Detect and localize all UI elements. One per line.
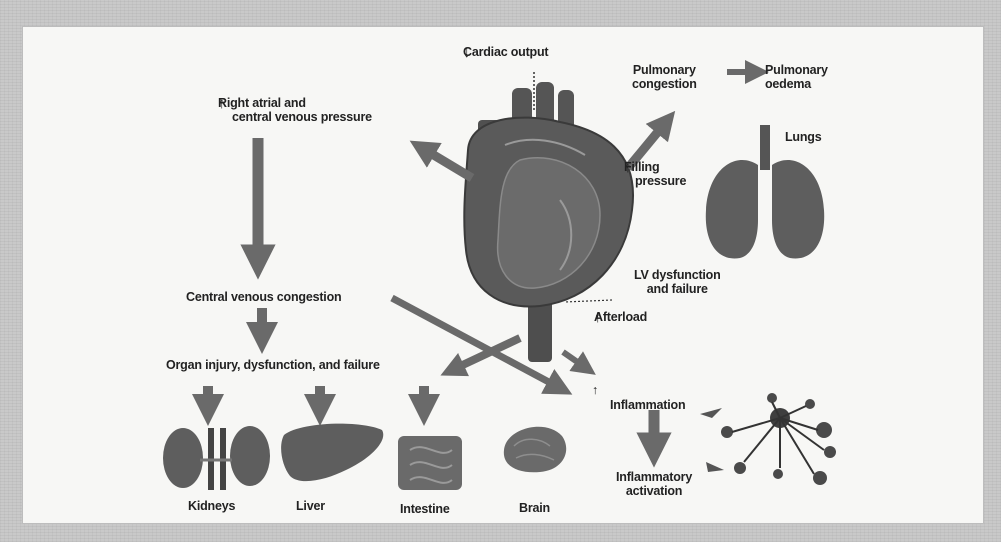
filling-pressure-label: ↑Filling pressure xyxy=(624,160,686,188)
descending-aorta xyxy=(528,300,552,362)
right-lung xyxy=(772,160,824,258)
right-atrial-label: ↑Right atrial and central venous pressur… xyxy=(218,96,372,124)
intestine-illustration xyxy=(398,436,462,490)
up-arrow-icon: ↑ xyxy=(218,96,225,111)
down-arrow-icon: ↓ xyxy=(463,45,470,60)
liver-label: Liver xyxy=(296,499,325,513)
arrow-aorta-to-inflammation xyxy=(563,352,586,368)
arrow-to-right-atrial xyxy=(422,148,472,178)
inflammatory-cells xyxy=(700,393,836,485)
pulmonary-oedema-label: Pulmonary oedema xyxy=(765,63,828,91)
cardiac-output-label: ↓Cardiac output xyxy=(463,45,548,59)
left-lung xyxy=(706,160,758,258)
kidneys-illustration xyxy=(163,426,270,490)
up-arrow-icon: ↑ xyxy=(592,383,598,397)
afterload-label: ↑Afterload xyxy=(594,310,647,324)
inflammatory-activation-label: Inflammatory activation xyxy=(616,470,692,498)
brain-illustration xyxy=(504,427,566,473)
arrow-aorta-to-organs xyxy=(452,338,520,370)
intestine-label: Intestine xyxy=(400,502,450,516)
up-arrow-icon: ↑ xyxy=(594,310,601,325)
liver-illustration xyxy=(281,424,383,481)
lungs-illustration xyxy=(706,125,824,258)
lungs-label: Lungs xyxy=(785,130,822,144)
central-venous-congestion-label: Central venous congestion xyxy=(186,290,341,304)
pulmonary-congestion-label: Pulmonary congestion xyxy=(632,63,697,91)
kidneys-label: Kidneys xyxy=(188,499,235,513)
lv-dysfunction-label: LV dysfunction and failure xyxy=(634,268,721,296)
up-arrow-icon: ↑ xyxy=(624,160,631,175)
brain-label: Brain xyxy=(519,501,550,515)
inflammation-label: Inflammation xyxy=(610,398,685,412)
organ-injury-label: Organ injury, dysfunction, and failure xyxy=(166,358,380,372)
